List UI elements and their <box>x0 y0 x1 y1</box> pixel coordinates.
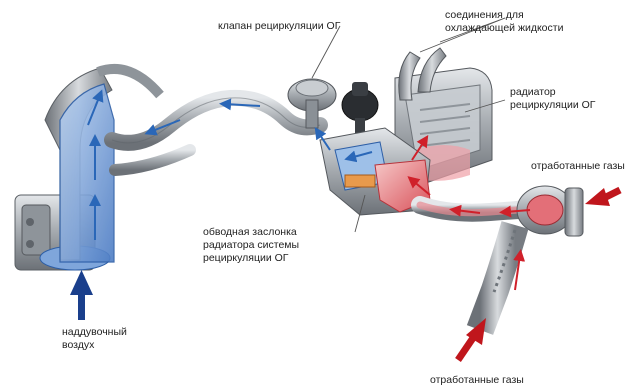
label-charge-air: наддувочный воздух <box>62 326 127 352</box>
label-bypass-flap: обводная заслонка радиатора системы реци… <box>203 226 299 265</box>
label-egr-cooler: радиатор рециркуляции ОГ <box>510 86 595 112</box>
label-coolant-line-2: охлаждающей жидкости <box>445 22 563 35</box>
label-bypass-line-3: рециркуляции ОГ <box>203 252 299 265</box>
label-coolant-connections: соединения для охлаждающей жидкости <box>445 9 563 35</box>
charge-air-arrow-icon <box>70 270 93 320</box>
label-exhaust-bottom-text: отработанные газы <box>430 374 524 387</box>
downpipe <box>480 225 515 330</box>
exhaust-arrow-top-icon <box>585 188 620 206</box>
label-exhaust-bottom: отработанные газы <box>430 374 524 387</box>
label-bypass-line-2: радиатора системы <box>203 239 299 252</box>
label-exhaust-top: отработанные газы <box>531 160 625 173</box>
label-charge-air-line-1: наддувочный <box>62 326 127 339</box>
egr-return-pipe <box>115 150 190 170</box>
egr-pipe <box>112 98 320 143</box>
label-bypass-line-1: обводная заслонка <box>203 226 299 239</box>
label-egr-cooler-line-1: радиатор <box>510 86 595 99</box>
label-charge-air-line-2: воздух <box>62 339 127 352</box>
label-egr-cooler-line-2: рециркуляции ОГ <box>510 99 595 112</box>
label-egr-valve-text: клапан рециркуляции ОГ <box>218 20 340 33</box>
label-egr-valve: клапан рециркуляции ОГ <box>218 20 340 33</box>
label-coolant-line-1: соединения для <box>445 9 563 22</box>
label-exhaust-top-text: отработанные газы <box>531 160 625 173</box>
